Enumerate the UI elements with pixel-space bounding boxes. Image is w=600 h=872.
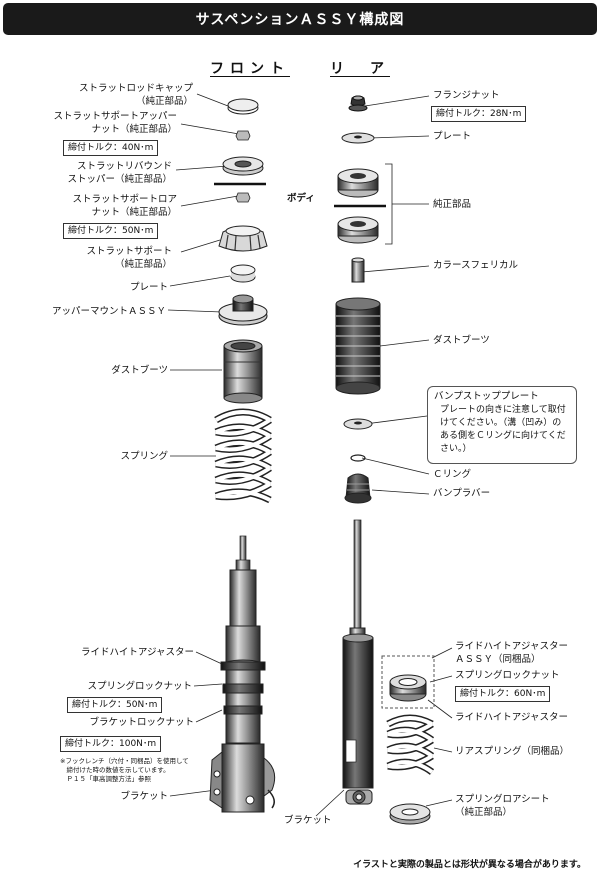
- label-rear-spring: リアスプリング（同梱品）: [455, 746, 570, 757]
- label-strut-support-upper-nut: ストラットサポートアッパーナット（純正部品）: [53, 111, 177, 135]
- label-front-ride-height-adjuster: ライドハイトアジャスター: [81, 647, 194, 658]
- rear-header: リ ア: [330, 61, 390, 77]
- label-body: ボディ: [287, 193, 315, 204]
- label-rear-plate: プレート: [433, 131, 472, 142]
- label-rear-bracket: ブラケット: [284, 815, 332, 826]
- torque-rear-spring-lock-nut: 締付トルク：60N･m: [455, 686, 551, 702]
- footnote-hook-wrench: ※フックレンチ（穴付・同梱品）を使用して 締付けた時の数値を示しています。 Ｐ１…: [60, 757, 189, 783]
- label-bracket-lock-nut: ブラケットロックナット: [89, 717, 194, 728]
- torque-upper-nut: 締付トルク：40N･m: [63, 140, 159, 156]
- label-strut-rebound-stopper: ストラットリバウンドストッパー（純正部品）: [67, 161, 172, 185]
- label-spring-lower-seat: スプリングロアシート（純正部品）: [455, 794, 550, 818]
- label-strut-support: ストラットサポート（純正部品）: [86, 246, 172, 270]
- label-rear-spring-lock-nut: スプリングロックナット: [455, 670, 560, 681]
- label-rear-dust-boot: ダストブーツ: [433, 335, 490, 346]
- bump-stop-plate-note: バンプストッププレート プレートの向きに注意して取付けてください。（溝（凹み）の…: [427, 386, 577, 464]
- label-genuine-parts: 純正部品: [433, 199, 472, 210]
- front-header: フロント: [210, 61, 290, 77]
- label-front-spring: スプリング: [120, 451, 168, 462]
- torque-flange-nut: 締付トルク：28N･m: [431, 106, 527, 122]
- label-c-ring: Ｃリング: [433, 469, 472, 480]
- label-upper-mount: アッパーマウントＡＳＳＹ: [51, 306, 166, 317]
- label-collar-spherical: カラースフェリカル: [433, 260, 519, 271]
- torque-lower-nut: 締付トルク：50N･m: [63, 223, 159, 239]
- torque-front-spring-lock-nut: 締付トルク：50N･m: [67, 697, 163, 713]
- label-flange-nut: フランジナット: [433, 90, 500, 101]
- label-front-dust-boot: ダストブーツ: [111, 365, 168, 376]
- label-front-plate: プレート: [129, 282, 168, 293]
- label-front-spring-lock-nut: スプリングロックナット: [87, 681, 192, 692]
- label-bump-rubber: バンプラバー: [433, 488, 491, 499]
- label-strut-support-lower-nut: ストラットサポートロアナット（純正部品）: [72, 194, 177, 218]
- label-rear-ride-height-adjuster: ライドハイトアジャスター: [455, 712, 568, 723]
- torque-bracket-lock-nut: 締付トルク：100N･m: [60, 736, 162, 752]
- label-strut-rod-cap: ストラットロッドキャップ（純正部品）: [78, 83, 193, 107]
- disclaimer: イラストと実際の製品とは形状が異なる場合があります。: [353, 860, 586, 870]
- label-front-bracket: ブラケット: [120, 791, 168, 802]
- page-title: サスペンションＡＳＳＹ構成図: [3, 3, 597, 35]
